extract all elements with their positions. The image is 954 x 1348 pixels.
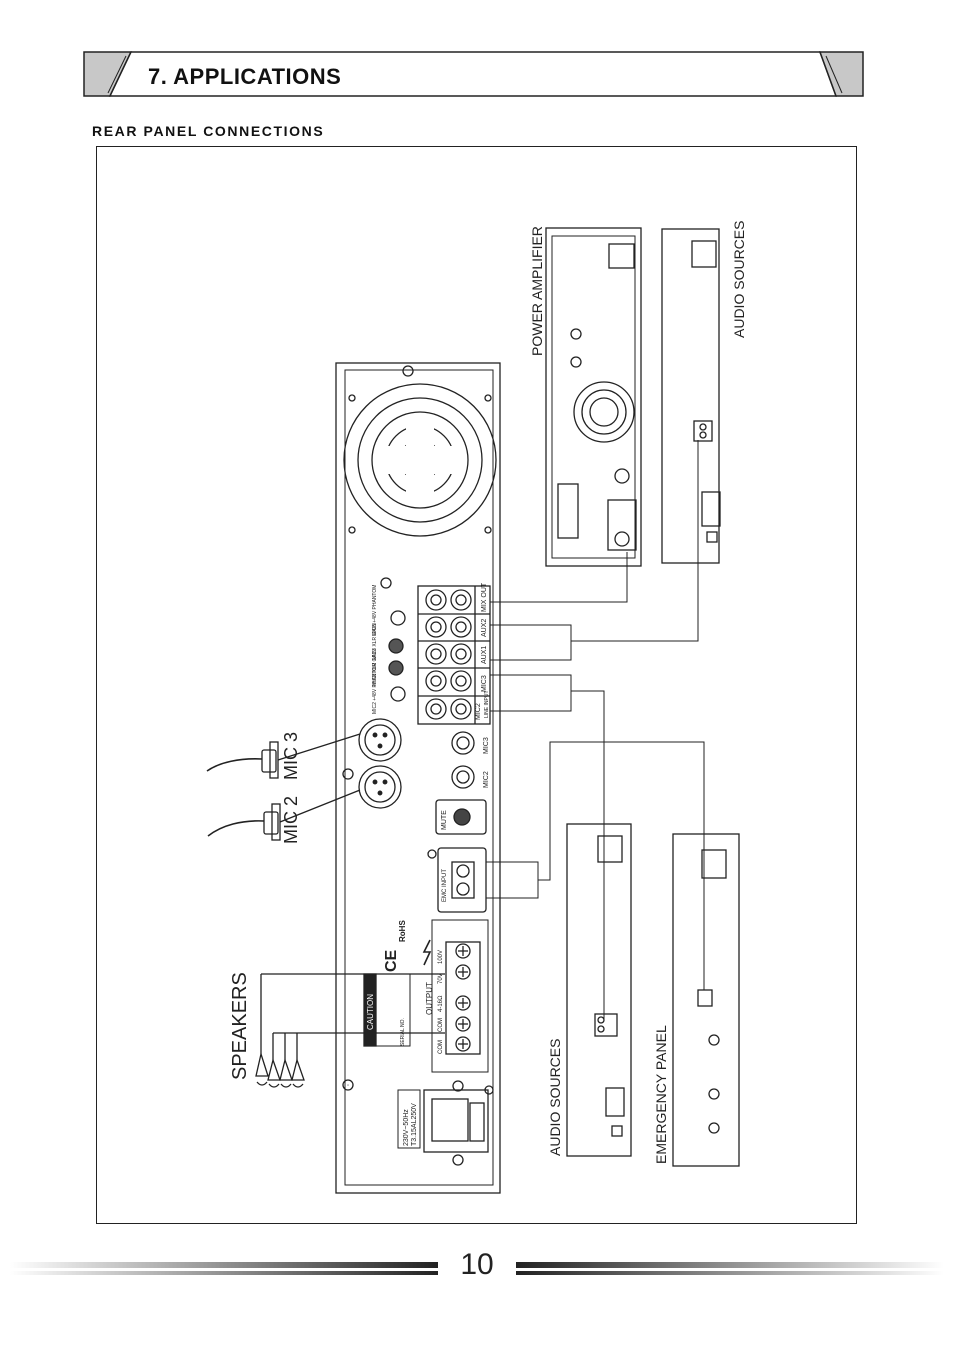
footer-rule xyxy=(10,1262,944,1275)
connection-diagram-frame xyxy=(96,146,857,1224)
label-speakers: SPEAKERS xyxy=(229,972,251,1080)
panel-label-caution: CAUTION xyxy=(366,994,375,1030)
panel-label-fuse: T3.15AL250V xyxy=(411,1103,418,1146)
panel-label-ohm: 4-16Ω xyxy=(438,995,444,1012)
panel-label-serial: SERIAL NO. xyxy=(400,1018,406,1046)
subsection-title: REAR PANEL CONNECTIONS xyxy=(92,123,325,139)
panel-label-mic3-in: MIC3 xyxy=(481,675,488,692)
panel-label-mic3-jack: MIC3 xyxy=(483,737,490,754)
audio-source-device-bottom xyxy=(566,823,632,1157)
panel-label-mains: 230V~50Hz xyxy=(403,1109,410,1146)
panel-label-emc-input: EMC INPUT xyxy=(442,869,448,902)
power-amplifier-device xyxy=(545,227,642,567)
speaker-output-terminal xyxy=(445,941,481,1055)
svg-text:RoHS: RoHS xyxy=(398,920,407,942)
panel-label-aux2: AUX2 xyxy=(481,619,488,637)
page-number: 10 xyxy=(460,1248,494,1281)
panel-label-mic2-options: MIC2 +48V PHANTOM xyxy=(372,663,378,714)
panel-label-com2: COM xyxy=(438,1018,444,1032)
label-audio-sources-bottom: AUDIO SOURCES xyxy=(547,1039,563,1156)
label-power-amplifier: POWER AMPLIFIER xyxy=(529,226,545,356)
svg-text:CE: CE xyxy=(383,949,400,972)
microphone-icon xyxy=(206,733,361,841)
xlr-jack-icon xyxy=(358,718,402,809)
rca-input-block xyxy=(417,585,491,725)
section-title: 7. APPLICATIONS xyxy=(148,64,342,89)
label-audio-sources-top: AUDIO SOURCES xyxy=(731,221,747,338)
speaker-icon xyxy=(255,973,445,1088)
emergency-panel-device xyxy=(672,833,740,1167)
panel-label-70v: 70V xyxy=(438,973,444,984)
label-emergency-panel: EMERGENCY PANEL xyxy=(653,1025,669,1164)
panel-label-com1: COM xyxy=(438,1040,444,1054)
label-mic3: MIC 3 xyxy=(281,732,301,780)
section-header-banner xyxy=(83,51,864,97)
label-mic2: MIC 2 xyxy=(281,796,301,844)
panel-label-100v: 100V xyxy=(438,950,444,964)
jack-socket-icon xyxy=(451,731,475,789)
panel-label-mic2-xlr: MIC2 XLR GAIN xyxy=(372,649,378,686)
panel-label-mic3-xlr: MIC3 XLR GAIN xyxy=(372,623,378,660)
panel-label-line-input: LINE INPUT xyxy=(484,690,490,718)
connection-cables xyxy=(486,440,705,1020)
panel-label-mic2-jack: MIC2 xyxy=(483,771,490,788)
panel-label-mic2-in: MIC2 xyxy=(475,703,482,720)
mute-switch-frame xyxy=(435,799,487,835)
panel-label-mix-out: MIX OUT xyxy=(481,582,488,612)
panel-label-mute: MUTE xyxy=(441,810,448,830)
audio-source-device-top xyxy=(661,228,721,564)
emc-input-terminal xyxy=(437,847,487,913)
rca-jack-icon xyxy=(425,589,472,720)
cooling-fan-icon xyxy=(343,383,497,537)
panel-label-aux1: AUX1 xyxy=(481,646,488,664)
panel-label-output: OUTPUT xyxy=(425,982,434,1015)
main-amplifier-rear-panel: CE RoHS xyxy=(335,362,501,1194)
panel-label-mic3-options: MIC3 +48V PHANTOM xyxy=(372,585,378,636)
